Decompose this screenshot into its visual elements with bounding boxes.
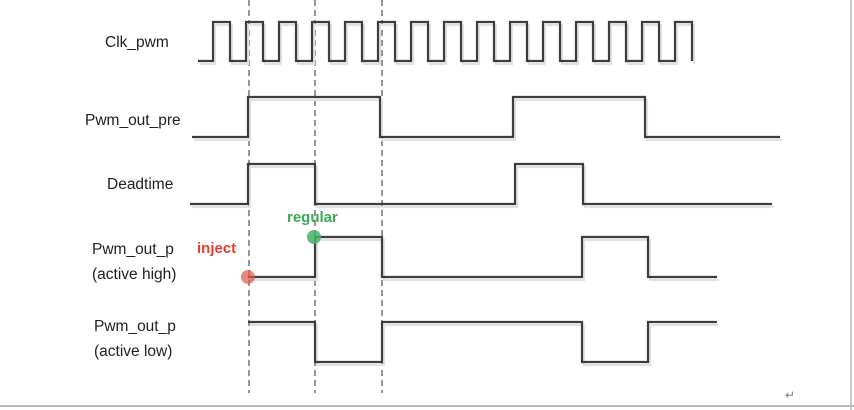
page-border-bottom [0, 405, 854, 407]
signal-label-deadtime: Deadtime [107, 176, 174, 193]
signal-label-pwm-out-p-high-line1: Pwm_out_p [92, 241, 174, 258]
signal-label-pwm-out-p-high-line2: (active high) [92, 266, 177, 283]
page-border-right [850, 0, 852, 410]
signal-label-pwm-out-p-low-line2: (active low) [94, 343, 173, 360]
event-marker-dots [241, 230, 321, 284]
signal-label-pwm-out-pre: Pwm_out_pre [85, 112, 181, 129]
regular-annotation: regular [287, 209, 338, 226]
signal-label-clk-pwm: Clk_pwm [105, 34, 169, 51]
inject-annotation: inject [197, 240, 237, 257]
signal-label-pwm-out-p-low-line1: Pwm_out_p [94, 318, 176, 335]
signal-waveforms [190, 20, 780, 364]
paragraph-return-mark: ↵ [785, 388, 796, 402]
dashed-guide-lines [248, 0, 383, 393]
